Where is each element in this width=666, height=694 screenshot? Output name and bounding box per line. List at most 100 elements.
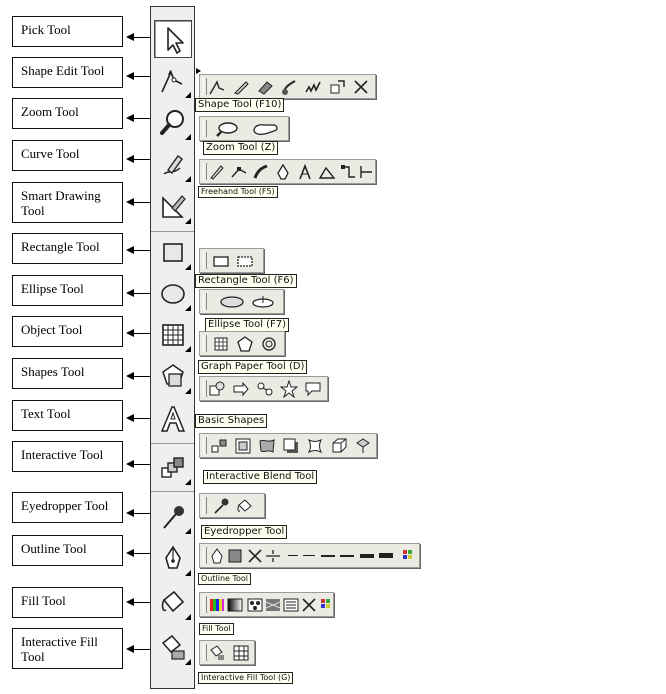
graph-paper-icon[interactable] xyxy=(212,335,230,353)
shape-edit-tool-button[interactable] xyxy=(154,62,192,100)
flyout-grip[interactable] xyxy=(203,293,207,310)
outline-width-option[interactable] xyxy=(379,553,393,558)
flyout-grip[interactable] xyxy=(203,497,207,514)
basic-shapes-icon[interactable] xyxy=(208,380,226,398)
contour-icon[interactable] xyxy=(234,437,252,455)
text-tool-button[interactable] xyxy=(154,400,192,438)
flyout-grip[interactable] xyxy=(203,547,207,564)
label-eyedropper-tool: Eyedropper Tool xyxy=(12,492,123,523)
rectangle-icon[interactable] xyxy=(212,252,230,270)
bezier-icon[interactable] xyxy=(230,163,248,181)
fill-tool-flyout xyxy=(199,592,334,617)
drop-shadow-icon[interactable] xyxy=(282,437,300,455)
extrude-icon[interactable] xyxy=(330,437,348,455)
pointer-arrow xyxy=(133,76,151,77)
blend-icon[interactable] xyxy=(210,437,228,455)
knife-icon[interactable] xyxy=(232,78,250,96)
polyline-icon[interactable] xyxy=(296,163,314,181)
flyout-grip[interactable] xyxy=(203,380,207,397)
eyedropper-icon[interactable] xyxy=(212,497,230,515)
flowchart-shapes-icon[interactable] xyxy=(256,380,274,398)
uniform-fill-icon[interactable] xyxy=(208,596,226,614)
mesh-fill-icon[interactable] xyxy=(232,644,250,662)
curve-tool-button[interactable] xyxy=(154,146,192,184)
virtual-segment-delete-icon[interactable] xyxy=(352,78,370,96)
rectangle-tool-button[interactable] xyxy=(154,234,192,272)
flyout-grip[interactable] xyxy=(203,335,207,352)
pan-hand-icon[interactable] xyxy=(250,120,280,138)
polygon-icon[interactable] xyxy=(236,335,254,353)
smudge-icon[interactable] xyxy=(280,78,298,96)
texture-fill-icon[interactable] xyxy=(264,596,282,614)
arrow-shapes-icon[interactable] xyxy=(232,380,250,398)
outline-width-option[interactable] xyxy=(303,555,315,556)
star-shapes-icon[interactable] xyxy=(280,380,298,398)
smart-drawing-tool-button[interactable] xyxy=(154,188,192,226)
outline-pen-icon[interactable] xyxy=(208,547,226,565)
ellipse-icon[interactable] xyxy=(218,293,246,311)
three-point-rectangle-icon[interactable] xyxy=(236,252,254,270)
freehand-icon[interactable] xyxy=(208,163,226,181)
dimension-icon[interactable] xyxy=(358,163,376,181)
transparency-icon[interactable] xyxy=(354,437,372,455)
outline-width-option[interactable] xyxy=(360,554,374,558)
artistic-media-icon[interactable] xyxy=(252,163,270,181)
label-smart-drawing-tool: Smart Drawing Tool xyxy=(12,182,123,223)
flyout-grip[interactable] xyxy=(203,252,207,269)
outline-width-option[interactable] xyxy=(321,555,335,557)
three-point-ellipse-icon[interactable] xyxy=(250,293,276,311)
outline-tool-button[interactable] xyxy=(154,540,192,578)
pointer-arrowhead xyxy=(126,329,134,337)
zoom-magnifier-icon xyxy=(160,110,184,135)
outline-width-option[interactable] xyxy=(288,555,298,556)
hairline-outline-icon[interactable] xyxy=(264,547,282,565)
pick-tool-button[interactable] xyxy=(154,20,192,58)
shape-node-icon[interactable] xyxy=(208,78,226,96)
color-docker-icon[interactable] xyxy=(400,547,418,565)
pen-icon[interactable] xyxy=(274,163,292,181)
interactive-fill-tool-button[interactable] xyxy=(154,629,192,667)
zoom-tool-button[interactable] xyxy=(154,104,192,142)
flyout-grip[interactable] xyxy=(203,78,207,95)
transform-icon[interactable] xyxy=(328,78,346,96)
roughen-icon[interactable] xyxy=(304,78,322,96)
pointer-arrowhead xyxy=(126,549,134,557)
interactive-tool-button[interactable] xyxy=(154,449,192,487)
shapes-tool-flyout xyxy=(199,376,328,401)
eraser-icon[interactable] xyxy=(256,78,274,96)
envelope-icon[interactable] xyxy=(306,437,324,455)
flyout-grip[interactable] xyxy=(203,437,207,454)
flyout-grip[interactable] xyxy=(203,596,207,613)
object-tool-button[interactable] xyxy=(154,316,192,354)
outline-width-option[interactable] xyxy=(340,555,354,557)
pattern-fill-icon[interactable] xyxy=(246,596,264,614)
flyout-indicator xyxy=(185,264,191,270)
ellipse-tool-button[interactable] xyxy=(154,275,192,313)
interactive-fill-icon[interactable] xyxy=(208,644,226,662)
flyout-grip[interactable] xyxy=(203,644,207,661)
connector-icon[interactable] xyxy=(340,163,358,181)
color-docker-icon[interactable] xyxy=(318,596,336,614)
no-fill-icon[interactable] xyxy=(300,596,318,614)
no-outline-icon[interactable] xyxy=(246,547,264,565)
paintbucket-icon[interactable] xyxy=(236,497,254,515)
shapes-tool-button[interactable] xyxy=(154,358,192,396)
flyout-indicator xyxy=(185,176,191,182)
label-curve-tool: Curve Tool xyxy=(12,140,123,171)
fill-tool-button[interactable] xyxy=(154,584,192,622)
flyout-grip[interactable] xyxy=(203,120,207,137)
outline-color-icon[interactable] xyxy=(226,547,244,565)
zoom-icon[interactable] xyxy=(214,120,240,138)
flyout-grip[interactable] xyxy=(203,163,207,180)
label-pick-tool: Pick Tool xyxy=(12,16,123,47)
label-shapes-tool: Shapes Tool xyxy=(12,358,123,389)
fountain-fill-icon[interactable] xyxy=(226,596,244,614)
eyedropper-tool-button[interactable] xyxy=(154,498,192,536)
spiral-icon[interactable] xyxy=(260,335,278,353)
callout-shapes-icon[interactable] xyxy=(304,380,322,398)
distortion-icon[interactable] xyxy=(258,437,276,455)
three-point-curve-icon[interactable] xyxy=(318,163,336,181)
pointer-arrow xyxy=(133,159,151,160)
postscript-fill-icon[interactable] xyxy=(282,596,300,614)
